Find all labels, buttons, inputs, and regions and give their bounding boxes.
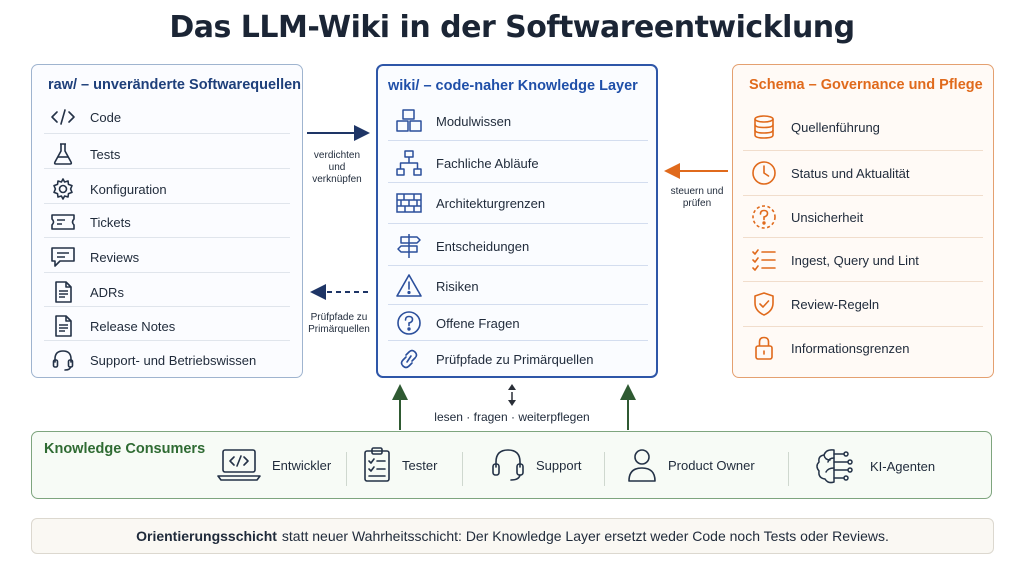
consumer-ki-agenten: KI-Agenten [812,446,935,486]
page-title: Das LLM-Wiki in der Softwareentwicklung [169,10,855,45]
code-icon [48,107,78,127]
headset-icon [490,446,526,484]
divider [388,182,648,183]
raw-item-tickets: Tickets [48,212,131,232]
brick-wall-icon [394,191,424,215]
question-circle-icon [394,310,424,336]
divider [743,326,983,327]
raw-item-support: Support- und Betriebswissen [48,348,256,372]
schema-item-ingest: Ingest, Query und Lint [749,247,919,273]
interaction-arrow-down [508,400,516,406]
divider [462,452,463,486]
headset-icon [48,348,78,372]
divider [346,452,347,486]
steer-label: steuern und prüfen [670,186,724,209]
divider [388,265,648,266]
checklist-icon [749,247,779,273]
schema-item-quellen: Quellenführung [749,114,880,140]
ai-brain-icon [812,446,860,486]
raw-panel: raw/ – unveränderte Softwarequellen Code… [31,64,303,378]
divider [743,195,983,196]
divider [788,452,789,486]
divider [388,304,648,305]
footer-text: statt neuer Wahrheitsschicht: Der Knowle… [281,528,889,544]
interaction-label: lesen · fragen · weiterpflegen [434,410,590,424]
footer-note: Orientierungsschicht statt neuer Wahrhei… [31,518,994,554]
document-icon [48,314,78,338]
divider [604,452,605,486]
wiki-item-risiken: Risiken [394,273,479,299]
interaction-arrow-up [508,384,516,390]
raw-panel-title: raw/ – unveränderte Softwarequellen [48,77,302,93]
consumer-tester: Tester [362,446,437,484]
consumers-panel: Knowledge Consumers Entwickler Tester Su… [31,431,992,499]
signpost-icon [394,232,424,260]
schema-item-grenzen: Informationsgrenzen [749,335,910,361]
divider [743,237,983,238]
raw-item-reviews: Reviews [48,246,139,268]
raw-item-adrs: ADRs [48,280,124,304]
schema-item-review: Review-Regeln [749,291,879,317]
schema-item-status: Status und Aktualität [749,160,910,186]
wiki-panel-title: wiki/ – code-naher Knowledge Layer [388,78,638,94]
consumer-entwickler: Entwickler [216,446,331,484]
warning-icon [394,273,424,299]
wiki-item-fragen: Offene Fragen [394,310,520,336]
divider [743,150,983,151]
gear-icon [48,177,78,201]
schema-item-unsicherheit: Unsicherheit [749,204,863,230]
user-icon [626,446,658,484]
raw-item-config: Konfiguration [48,177,167,201]
divider [44,272,290,273]
raw-item-tests: Tests [48,142,120,166]
divider [44,306,290,307]
laptop-code-icon [216,446,262,484]
divider [44,133,290,134]
schema-panel: Schema – Governance und Pflege Quellenfü… [732,64,994,378]
ticket-icon [48,212,78,232]
consumer-product-owner: Product Owner [626,446,755,484]
link-icon [394,346,424,372]
divider [44,237,290,238]
hierarchy-icon [394,149,424,177]
wiki-item-pruefpfade: Prüfpfade zu Primärquellen [394,346,594,372]
compress-label: verdichten und verknüpfen [312,150,362,185]
lock-icon [749,335,779,361]
wiki-item-entscheidungen: Entscheidungen [394,232,529,260]
divider [44,203,290,204]
database-icon [749,114,779,140]
schema-panel-title: Schema – Governance und Pflege [749,77,983,93]
shield-check-icon [749,291,779,317]
divider [44,168,290,169]
divider [388,340,648,341]
flask-icon [48,142,78,166]
raw-item-release-notes: Release Notes [48,314,175,338]
wiki-item-ablaeufe: Fachliche Abläufe [394,149,539,177]
question-dashed-icon [749,204,779,230]
divider [743,281,983,282]
wiki-item-architektur: Architekturgrenzen [394,191,545,215]
consumer-support: Support [490,446,582,484]
footer-strong: Orientierungsschicht [136,528,277,544]
wiki-item-modulwissen: Modulwissen [394,108,511,134]
trace-label: Prüfpfade zu Primärquellen [308,312,370,335]
clipboard-check-icon [362,446,392,484]
raw-item-code: Code [48,107,121,127]
divider [388,223,648,224]
divider [44,340,290,341]
cubes-icon [394,108,424,134]
divider [388,140,648,141]
comment-icon [48,246,78,268]
document-icon [48,280,78,304]
wiki-panel: wiki/ – code-naher Knowledge Layer Modul… [376,64,658,378]
consumers-title: Knowledge Consumers [44,441,206,457]
clock-icon [749,160,779,186]
